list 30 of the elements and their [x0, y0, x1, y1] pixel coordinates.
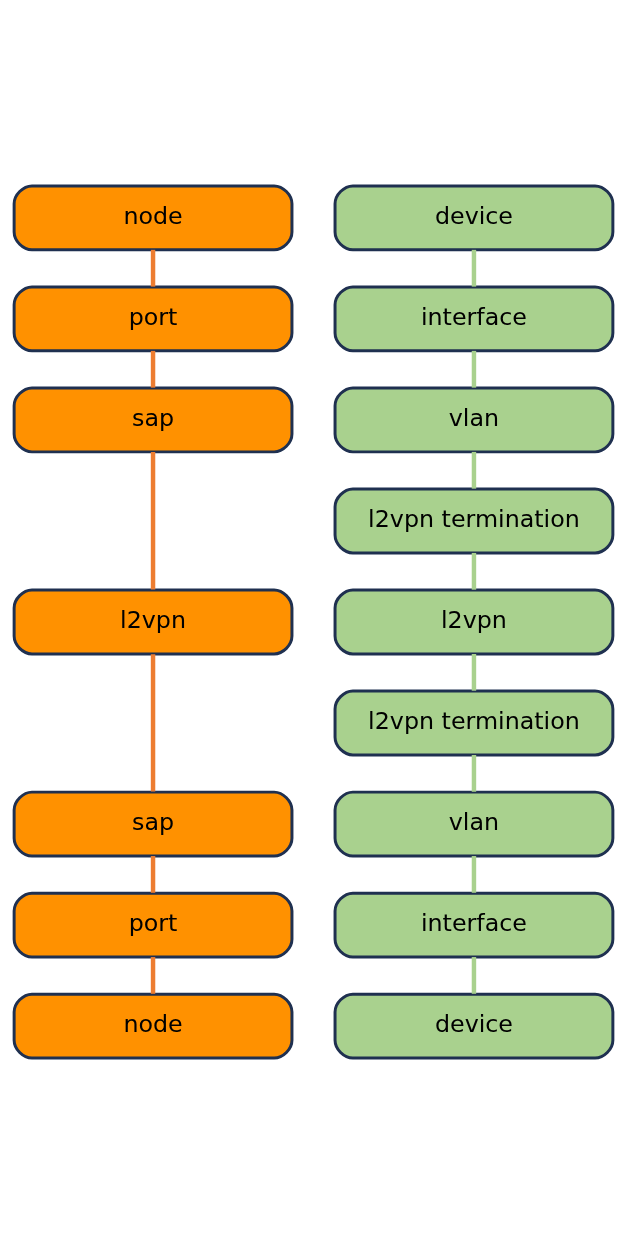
node-box: node [12, 184, 294, 252]
node-box: interface [333, 891, 615, 959]
node-box: device [333, 992, 615, 1060]
connector [150, 452, 156, 590]
connector [471, 350, 477, 388]
node-box: port [12, 891, 294, 959]
node-box: interface [333, 285, 615, 353]
node-box: node [12, 992, 294, 1060]
node-box: sap [12, 790, 294, 858]
node-box: l2vpn termination [333, 487, 615, 555]
connector [150, 350, 156, 388]
connector [150, 654, 156, 792]
connector [150, 249, 156, 287]
connector [471, 552, 477, 590]
node-box: vlan [333, 386, 615, 454]
node-box: sap [12, 386, 294, 454]
connector [471, 957, 477, 994]
node-box: l2vpn termination [333, 689, 615, 757]
node-box: l2vpn [333, 588, 615, 656]
node-box: l2vpn [12, 588, 294, 656]
connector [471, 755, 477, 792]
connector [150, 856, 156, 893]
connector [150, 957, 156, 994]
node-box: port [12, 285, 294, 353]
node-box: device [333, 184, 615, 252]
connector [471, 451, 477, 489]
connector [471, 249, 477, 287]
connector [471, 856, 477, 893]
connector [471, 653, 477, 691]
node-box: vlan [333, 790, 615, 858]
